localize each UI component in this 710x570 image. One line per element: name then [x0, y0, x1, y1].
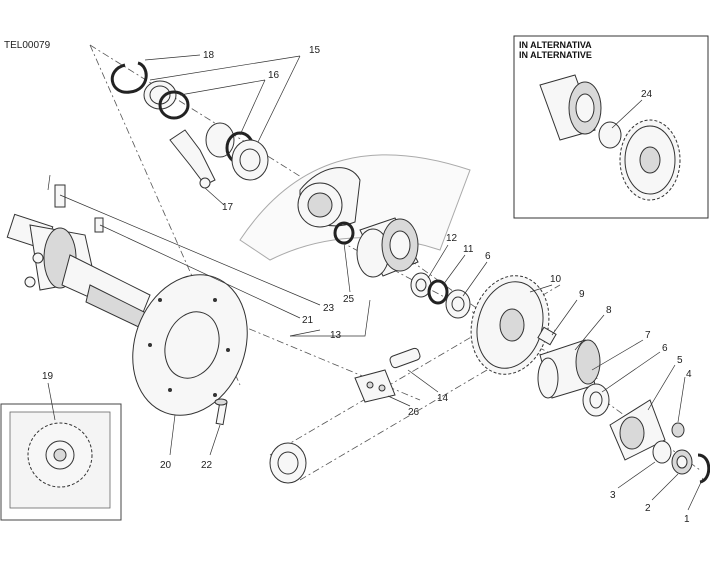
label-12: 12	[446, 233, 458, 244]
spacer-12	[410, 272, 432, 298]
drawing-code: TEL00079	[4, 40, 51, 51]
chain-link-14	[389, 347, 421, 369]
inset-title-italian: IN ALTERNATIVA	[519, 40, 592, 50]
label-4: 4	[686, 369, 692, 380]
label-11: 11	[463, 244, 474, 255]
master-link-26	[354, 369, 396, 403]
brake-disc	[132, 274, 248, 416]
label-26: 26	[408, 407, 420, 418]
label-24: 24	[641, 89, 653, 100]
ring-11	[427, 279, 449, 305]
label-18: 18	[203, 50, 215, 61]
label-22: 22	[201, 460, 213, 471]
label-14: 14	[437, 393, 449, 404]
part-labels: 18 15 16 17 12 11 6 10 9 8 7 6 5 4 3 2 1…	[42, 45, 692, 525]
label-23: 23	[323, 303, 335, 314]
snap-ring-1	[697, 453, 710, 484]
bolt-23	[54, 184, 104, 233]
wheel-shaft	[6, 213, 151, 331]
label-1: 1	[684, 514, 690, 525]
inset-alternative-panel	[513, 35, 709, 219]
circlip-18	[110, 61, 148, 94]
label-15: 15	[309, 45, 321, 56]
label-13: 13	[330, 330, 342, 341]
bracket-13	[290, 299, 371, 337]
nut-4	[671, 422, 685, 438]
label-6-lower: 6	[662, 343, 668, 354]
retaining-plate-17	[169, 129, 216, 189]
label-7: 7	[645, 330, 651, 341]
spacer-6-upper	[445, 289, 471, 319]
label-8: 8	[606, 305, 612, 316]
eccentric-hub	[297, 167, 361, 228]
cush-hub	[609, 399, 672, 464]
label-17: 17	[222, 202, 234, 213]
label-19: 19	[42, 371, 54, 382]
label-6-upper: 6	[485, 251, 491, 262]
inset-title-english: IN ALTERNATIVE	[519, 50, 592, 60]
inset-19-panel	[0, 403, 122, 521]
label-20: 20	[160, 460, 172, 471]
label-2: 2	[645, 503, 651, 514]
spacer-6-lower	[582, 383, 610, 417]
leader-lines	[47, 54, 704, 511]
label-21: 21	[302, 315, 314, 326]
stud-9	[537, 326, 557, 346]
disc-screw-22	[214, 398, 228, 426]
rear-sprocket-10	[470, 275, 550, 375]
bearing-carrier	[333, 217, 419, 278]
ring-set-15-16	[143, 80, 269, 181]
label-16: 16	[268, 70, 280, 81]
label-25: 25	[343, 294, 355, 305]
nut-2	[671, 449, 693, 475]
label-3: 3	[610, 490, 616, 501]
label-5: 5	[677, 355, 683, 366]
front-sprocket	[269, 442, 307, 484]
label-9: 9	[579, 289, 585, 300]
sprocket-flange-8	[537, 339, 601, 399]
label-10: 10	[550, 274, 562, 285]
